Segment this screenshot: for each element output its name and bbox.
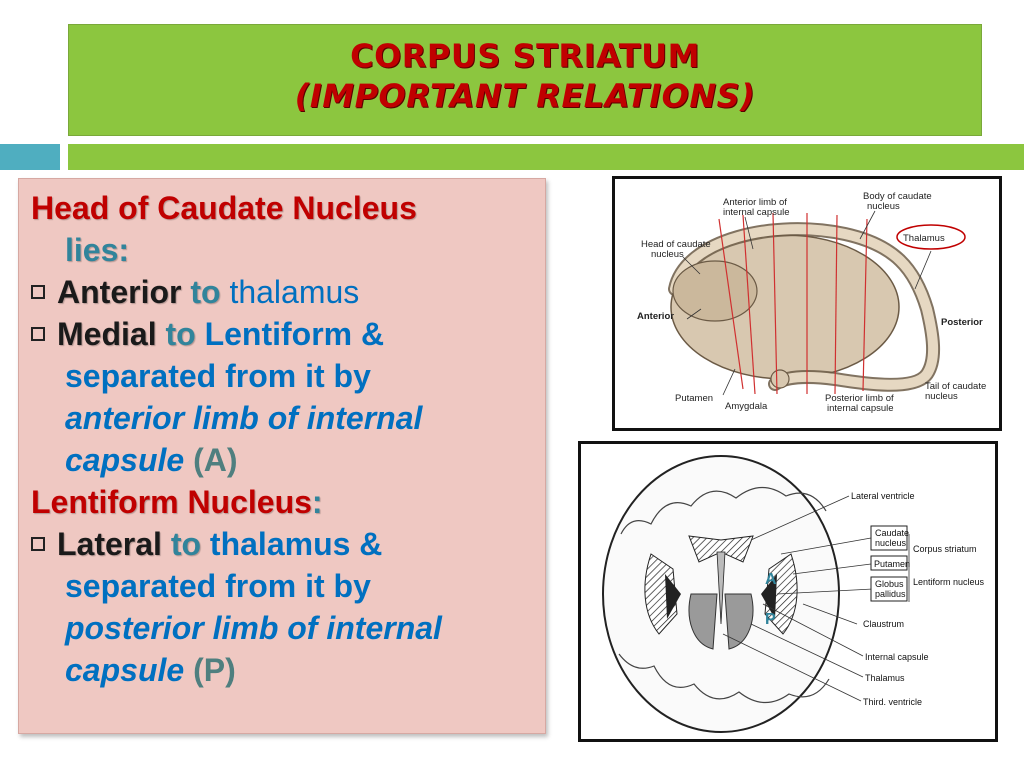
marker-a: A	[765, 571, 777, 588]
caudate-box	[870, 525, 908, 551]
label-posterior-limb-2: internal capsule	[827, 403, 894, 414]
label-lateral-ventricle: Lateral ventricle	[851, 491, 915, 501]
head-caudate-heading: Head of Caudate Nucleus	[31, 190, 417, 226]
globus-left	[665, 574, 681, 619]
gyri-bottom	[618, 653, 830, 704]
lentiform-heading: Lentiform Nucleus:	[31, 484, 323, 520]
slide-title: CORPUS STRIATUM	[350, 37, 700, 75]
label-putamen: Putamen	[874, 559, 910, 569]
label-anterior-limb-2: internal capsule	[723, 207, 790, 218]
label-thalamus: Thalamus	[865, 673, 905, 683]
label-caudate-2: nucleus	[875, 538, 907, 548]
medial-line-2: separated from it by	[65, 358, 371, 394]
svg-text:Lateral ventricle Caudat: Lateral ventricle Caudate nucleus Corpus…	[851, 491, 987, 707]
caudate-diagram: Anterior limb of internal capsule Body o…	[637, 191, 989, 414]
label-tail-caudate-1: Tail of caudate	[925, 381, 986, 392]
medial-line-4: capsule (A)	[65, 442, 238, 478]
lateral-line-4: capsule (P)	[65, 652, 236, 688]
label-anterior-limb-1: Anterior limb of	[723, 197, 787, 208]
label-posterior: Posterior	[941, 317, 983, 328]
putamen-box	[870, 555, 908, 571]
label-tail-caudate-2: nucleus	[925, 391, 958, 402]
leader-lines	[682, 210, 932, 396]
label-head-caudate-2: nucleus	[651, 249, 684, 260]
label-thalamus: Thalamus	[903, 233, 945, 244]
square-bullet-icon	[31, 536, 45, 551]
label-internal-capsule: Internal capsule	[865, 652, 929, 662]
content-textbox: Head of Caudate Nucleus lies: Anterior t…	[18, 178, 546, 734]
thalamus-left	[688, 593, 718, 650]
medial-bullet: Medial to Lentiform &	[31, 313, 533, 355]
label-claustrum: Claustrum	[863, 619, 904, 629]
label-body-caudate-1: Body of caudate	[863, 191, 932, 202]
label-anterior: Anterior	[637, 311, 674, 322]
label-globus-2: pallidus	[875, 589, 906, 599]
lateral-line-3: posterior limb of internal	[65, 610, 442, 646]
caudate-head-shape	[672, 260, 758, 322]
anterior-bullet: Anterior to thalamus	[31, 271, 533, 313]
brain-section-diagram: A P Lateral ventricle Caudate nucleus Co…	[602, 455, 987, 733]
lateral-line-2: separated from it by	[65, 568, 371, 604]
label-amygdala: Amygdala	[725, 401, 768, 412]
label-posterior-limb-1: Posterior limb of	[825, 393, 894, 404]
section-lines	[718, 212, 868, 395]
slide-subtitle: (IMPORTANT RELATIONS)	[294, 77, 756, 115]
decorative-teal-bar	[0, 144, 60, 170]
caudate-heads	[688, 535, 754, 563]
globus-right	[761, 574, 777, 619]
square-bullet-icon	[31, 326, 45, 341]
decorative-green-bar	[68, 144, 1024, 170]
marker-p: P	[765, 611, 776, 628]
label-lentiform: Lentiform nucleus	[913, 577, 985, 587]
third-ventricle-shape	[716, 551, 726, 625]
square-bullet-icon	[31, 284, 45, 299]
leader-lines	[722, 495, 910, 702]
head-caudate-heading-cont: lies:	[65, 232, 130, 268]
title-banner: CORPUS STRIATUM (IMPORTANT RELATIONS)	[68, 24, 982, 136]
caudate-lateral-figure: Anterior limb of internal capsule Body o…	[612, 176, 1002, 431]
amygdala-shape	[770, 369, 790, 389]
globus-box	[870, 576, 908, 602]
svg-text:Anterior limb of interna: Anterior limb of internal capsule Body o…	[637, 191, 989, 414]
medial-line-3: anterior limb of internal	[65, 400, 423, 436]
label-corpus-striatum: Corpus striatum	[913, 544, 977, 554]
label-globus-1: Globus	[875, 579, 904, 589]
label-caudate-1: Caudate	[875, 528, 909, 538]
label-putamen: Putamen	[675, 393, 713, 404]
horizontal-section-figure: A P Lateral ventricle Caudate nucleus Co…	[578, 441, 998, 742]
label-head-caudate-1: Head of caudate	[641, 239, 711, 250]
thalamus-highlight	[896, 224, 966, 250]
lateral-bullet: Lateral to thalamus &	[31, 523, 533, 565]
gyri-top	[620, 486, 827, 535]
label-third-ventricle: Third. ventricle	[863, 697, 922, 707]
label-body-caudate-2: nucleus	[867, 201, 900, 212]
thalamus-right	[724, 593, 754, 650]
